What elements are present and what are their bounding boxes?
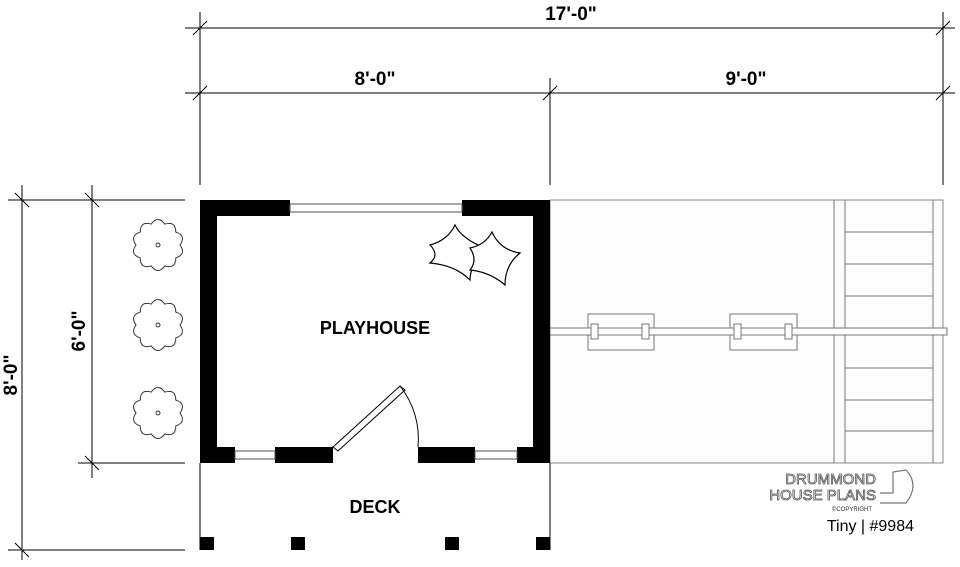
shrubs: [133, 219, 183, 439]
shrub-icon: [133, 219, 183, 271]
dim-overall-depth: 8'-0": [1, 355, 22, 396]
playhouse-walls: [200, 200, 550, 463]
dim-playhouse-depth: 6'-0": [69, 311, 90, 352]
logo-copyright: ©COPYRIGHT: [832, 506, 872, 513]
dim-play-area-width: 9'-0": [726, 69, 767, 90]
shrub-icon: [133, 299, 183, 351]
dim-playhouse-width: 8'-0": [355, 69, 396, 90]
dim-overall-width: 17'-0": [545, 4, 597, 25]
deck: [199, 463, 551, 550]
shrub-center: [155, 410, 161, 416]
plan-caption: Tiny | #9984: [827, 518, 914, 535]
shrub-center: [155, 322, 161, 328]
shrub-center: [155, 242, 161, 248]
room-label-playhouse: PLAYHOUSE: [320, 318, 430, 338]
logo-line2: HOUSE PLANS: [769, 487, 876, 504]
shrub-icon: [133, 387, 183, 439]
logo-line1: DRUMMOND: [785, 471, 876, 488]
door: [332, 385, 419, 452]
cushions: [428, 223, 522, 287]
logo-mark-icon: [880, 469, 914, 504]
drummond-logo: DRUMMOND HOUSE PLANS ©COPYRIGHT: [769, 469, 914, 513]
ladder-rungs: [845, 231, 933, 432]
room-label-deck: DECK: [349, 497, 400, 517]
windows: [234, 203, 518, 460]
dimension-lines: [8, 12, 955, 560]
play-area: [549, 199, 948, 464]
swing-beam: [549, 327, 948, 336]
